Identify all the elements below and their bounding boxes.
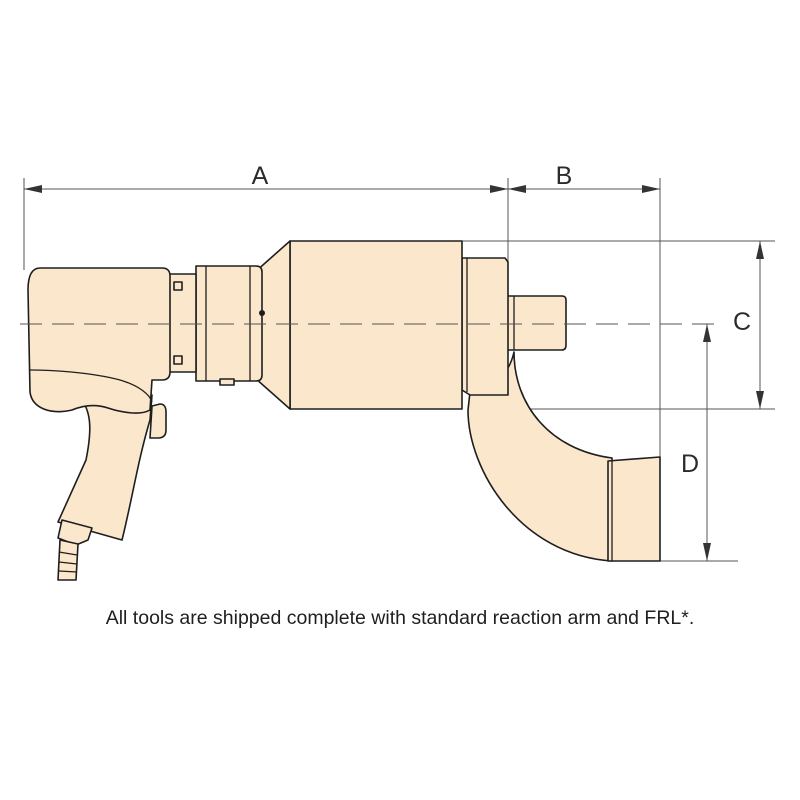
dimension-a-arrow-right	[490, 185, 508, 193]
dimension-c-label: C	[733, 308, 751, 336]
torque-multiplier-tool	[27, 240, 661, 581]
air-coupler-ring-3	[58, 570, 78, 573]
square-drive	[504, 295, 567, 351]
gearbox-housing	[289, 240, 463, 410]
coupling-set-screw	[259, 310, 265, 316]
dimension-b-arrow-left	[508, 185, 526, 193]
coupling-bottom-tab	[219, 378, 235, 386]
dimension-b-arrow-right	[642, 185, 660, 193]
reaction-arm	[467, 351, 613, 562]
dimension-d-label: D	[681, 450, 699, 478]
caption: All tools are shipped complete with stan…	[105, 607, 695, 629]
dimension-d-arrow-bottom	[703, 543, 711, 561]
dimension-lines: A B C D	[23, 162, 775, 562]
motor-neck-tab-top	[173, 281, 183, 291]
motor-housing	[27, 267, 171, 414]
air-coupler-ring-2	[58, 561, 78, 565]
pistol-grip	[57, 394, 153, 541]
dimension-c-arrow-top	[756, 241, 764, 259]
dimension-a-arrow-left	[24, 185, 42, 193]
air-inlet-fitting	[57, 519, 93, 546]
dimension-c-arrow-bottom	[756, 391, 764, 409]
motor-neck-tab-bottom	[173, 355, 183, 365]
air-coupler	[57, 539, 79, 581]
trigger	[149, 403, 167, 439]
dimension-d-arrow-top	[703, 324, 711, 342]
reaction-arm-foot	[607, 456, 661, 562]
motor-housing-contour	[29, 369, 153, 403]
air-coupler-ring-1	[58, 551, 78, 556]
dimension-a-label: A	[252, 162, 269, 190]
dimension-b-label: B	[556, 162, 573, 190]
output-flange	[461, 257, 509, 396]
